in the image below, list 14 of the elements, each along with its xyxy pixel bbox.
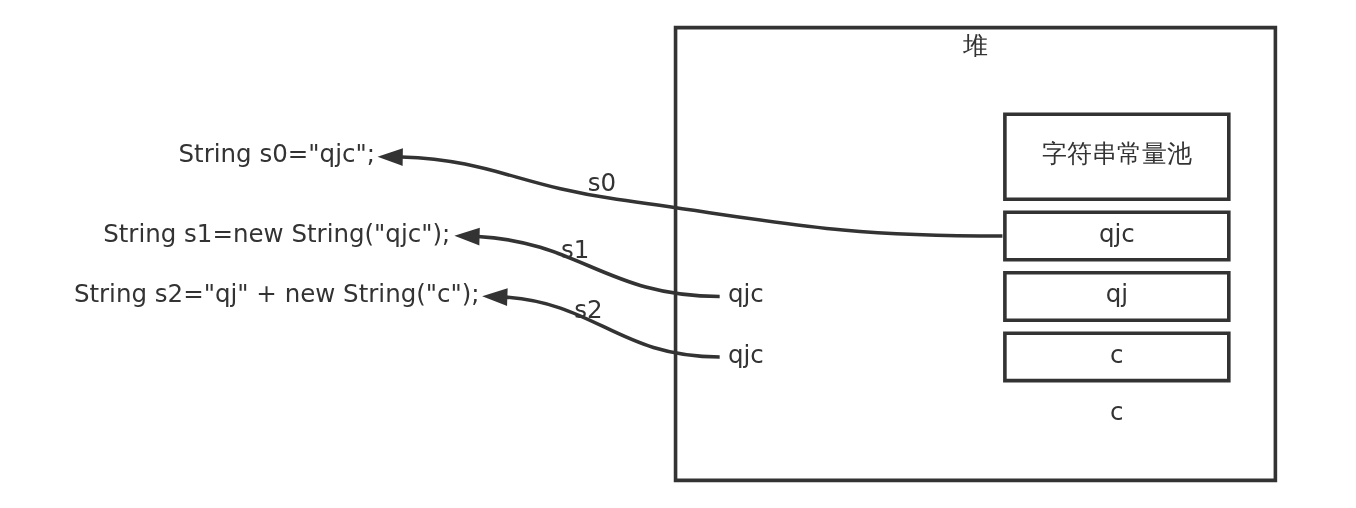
arrow	[482, 288, 720, 359]
arrow	[377, 148, 1003, 238]
edge-label: s0	[587, 168, 617, 198]
node-text: String s1=new String("qjc");	[103, 218, 451, 248]
node-box: qj	[1003, 271, 1231, 322]
node-text: qjc	[727, 339, 764, 369]
node-text: qjc	[727, 279, 764, 309]
node-text: String s2="qj" + new String("c");	[73, 279, 480, 309]
node-box: 字符串常量池	[1003, 112, 1231, 202]
node-box: c	[1003, 331, 1231, 383]
label: c	[1110, 396, 1124, 426]
node-box: qjc	[1003, 210, 1231, 262]
node-text: String s0="qjc";	[178, 139, 375, 169]
arrow	[454, 227, 720, 299]
